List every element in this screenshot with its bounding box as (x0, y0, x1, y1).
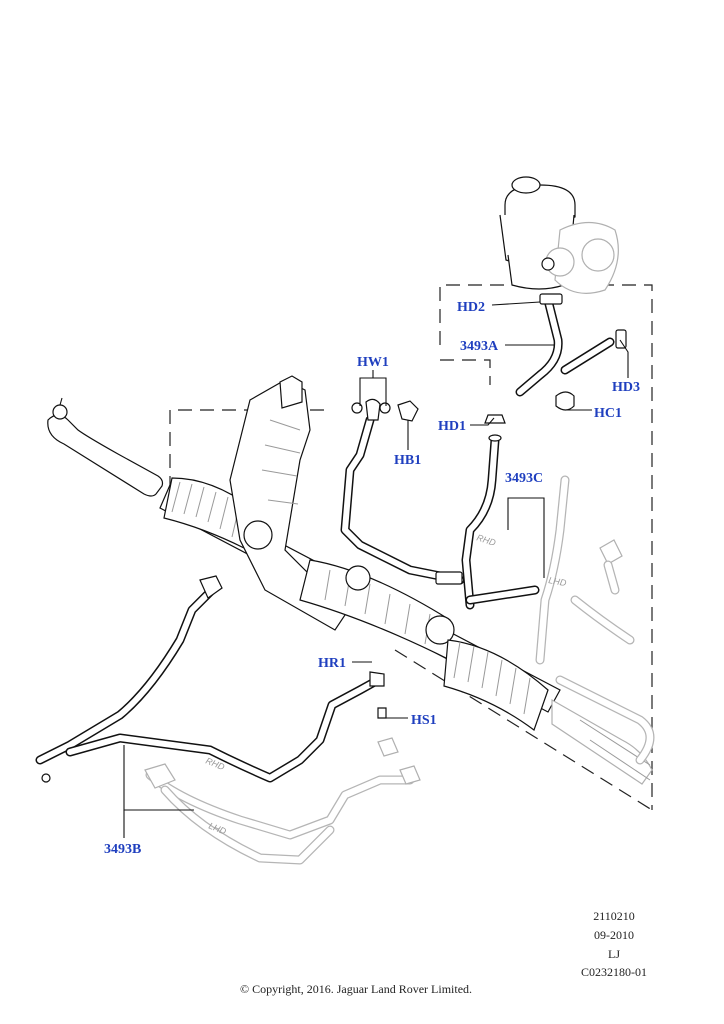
steering-rack-assembly (47, 375, 653, 785)
callout-hb1: HB1 (394, 453, 421, 468)
callout-hd2: HD2 (457, 300, 485, 315)
meta-line-3: LJ (608, 947, 620, 961)
hose-3493c (461, 414, 540, 610)
callout-hw1: HW1 (357, 355, 389, 370)
callout-3493b: 3493B (104, 842, 141, 857)
meta-line-4: C0232180-01 (581, 965, 647, 979)
callout-hs1: HS1 (411, 713, 437, 728)
callout-hc1: HC1 (594, 406, 622, 421)
callout-3493c: 3493C (505, 471, 543, 486)
callout-hd1: HD1 (438, 419, 466, 434)
meta-line-1: 2110210 (593, 909, 635, 923)
ghost-return-pipe (555, 675, 655, 765)
rack-valve-housing (229, 375, 356, 631)
reservoir-and-pump (499, 176, 619, 294)
stamp-lhd-upper: LHD (548, 575, 568, 588)
hose-valve-pressure (340, 398, 465, 585)
callout-labels: HD2 3493A HD3 HC1 HW1 HB1 HD1 3493C HR1 … (104, 300, 640, 857)
hose-3493c-lhd-ghost (535, 475, 635, 665)
callout-hd3: HD3 (612, 380, 640, 395)
hose-3493b (35, 575, 387, 783)
meta-line-2: 09-2010 (594, 928, 634, 942)
stamp-rhd-upper: RHD (475, 532, 497, 548)
hose-3493a (515, 293, 627, 411)
leader-lines (123, 301, 629, 838)
right-rack-boot (443, 639, 549, 731)
copyright-notice: © Copyright, 2016. Jaguar Land Rover Lim… (240, 982, 472, 996)
hose-3493b-lhd-ghost (144, 737, 421, 865)
callout-hr1: HR1 (318, 656, 346, 671)
callout-3493a: 3493A (460, 339, 499, 354)
drawing-metadata: 2110210 09-2010 LJ C0232180-01 (581, 909, 647, 979)
